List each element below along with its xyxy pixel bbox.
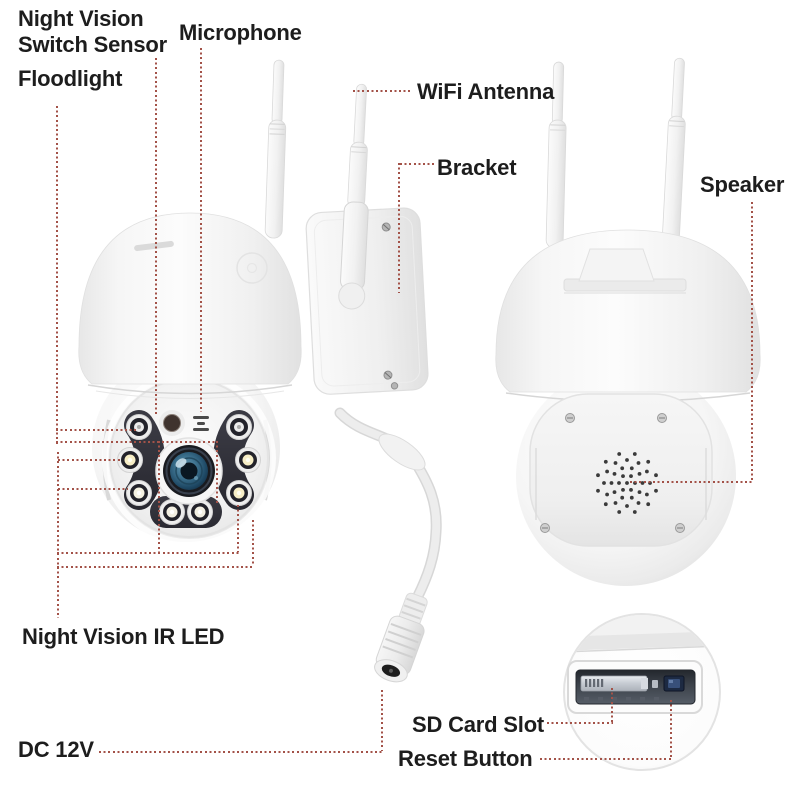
leader-line-led-row-a (57, 552, 239, 554)
label-speaker: Speaker (700, 172, 785, 197)
leader-line-microphone (200, 48, 202, 412)
bracket-plate (305, 207, 429, 395)
leader-line-led-row-b (57, 566, 254, 568)
dc-power-connector (374, 592, 428, 683)
leader-line-led-mid-left (58, 459, 122, 461)
wifi-antenna-front-left (264, 59, 287, 239)
leader-line-led-bottom-left (58, 488, 128, 490)
label-microphone: Microphone (179, 20, 302, 45)
leader-line-reset-h (540, 758, 672, 760)
leader-line-floodlight (56, 106, 58, 444)
speaker-grille (596, 452, 658, 514)
label-night-vision-ir-led: Night Vision IR LED (22, 624, 225, 649)
leader-line-bracket-h (400, 163, 435, 165)
leader-line-speaker-h (630, 481, 753, 483)
label-dc-12v: DC 12V (18, 737, 94, 762)
leader-line-lens-top (56, 441, 218, 443)
camera-hood (78, 212, 302, 399)
leader-line-speaker-v (751, 202, 753, 482)
wifi-antenna-rear-right (661, 57, 686, 247)
label-bracket: Bracket (437, 155, 517, 180)
leader-line-led-right-b (252, 520, 254, 566)
leader-line-reset-v (670, 700, 672, 758)
port-panel (567, 660, 703, 714)
camera-front-view (78, 59, 442, 683)
sd-card-slot-part (580, 675, 658, 692)
leader-line-sd-h (547, 722, 613, 724)
camera-rear-view (495, 57, 761, 586)
leader-line-lens-left (158, 441, 160, 553)
leader-line-dc-v (381, 690, 383, 751)
label-wifi-antenna: WiFi Antenna (417, 79, 555, 104)
leader-line-ir-led-bus (57, 452, 59, 618)
leader-line-switch-sensor (155, 58, 157, 415)
label-floodlight: Floodlight (18, 66, 123, 91)
leader-line-dc-h (99, 751, 383, 753)
leader-line-sd-v (611, 688, 613, 722)
wifi-antenna-rear-left (545, 61, 567, 249)
night-vision-ir-leds (117, 414, 261, 525)
leader-line-led-right-a (237, 505, 239, 552)
label-sd-card-slot: SD Card Slot (412, 712, 545, 737)
leader-line-lens-right (216, 441, 218, 503)
power-cable (334, 407, 442, 604)
leader-line-wifi-antenna (353, 90, 413, 92)
wifi-antenna-front-right (338, 83, 369, 310)
leader-line-led-top-left (56, 429, 138, 431)
magnifier-detail-circle (563, 613, 721, 771)
reset-button-part (663, 675, 685, 692)
leader-line-bracket-v (398, 163, 400, 293)
camera-lens (155, 437, 223, 505)
rear-panel (529, 393, 713, 547)
label-night-vision-switch-sensor: Night Vision Switch Sensor (18, 6, 167, 57)
microphone-part (193, 416, 209, 431)
night-vision-switch-sensor-part (159, 410, 185, 436)
mounting-tab (563, 248, 687, 294)
label-reset-button: Reset Button (398, 746, 533, 771)
